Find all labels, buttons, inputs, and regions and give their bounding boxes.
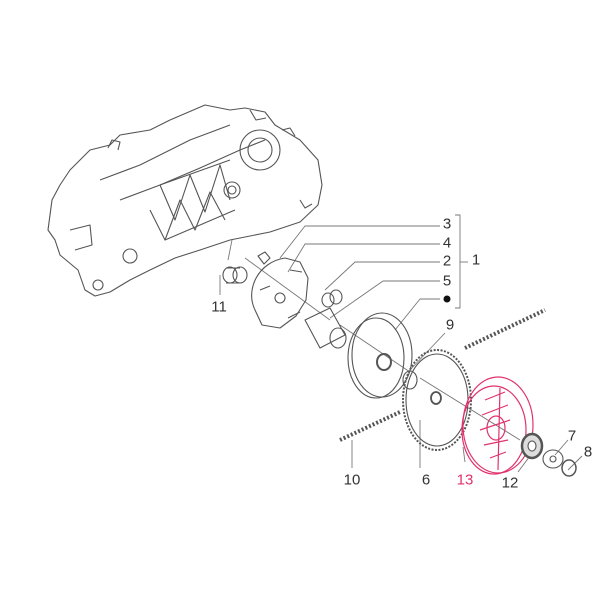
callout-7: 7: [567, 427, 577, 445]
callout-10: 10: [343, 471, 361, 489]
callout-5: 5: [442, 272, 452, 290]
callout-12: 12: [501, 474, 519, 492]
part-5-sleeve: [304, 307, 347, 349]
part-2-roller: [321, 289, 343, 308]
part-8-nut: [561, 459, 577, 477]
part-4-ramp-plate: [251, 257, 309, 329]
part-3-clip: [257, 251, 271, 265]
crankcase-part: [47, 104, 323, 297]
upper-spring: [464, 308, 546, 350]
part-6-ring-gear: [402, 349, 472, 451]
callout-4: 4: [442, 234, 452, 252]
callout-1: 1: [471, 251, 481, 269]
part-11-bushing: [222, 266, 248, 284]
part-13-fan: [461, 376, 534, 475]
variator-pulley: [347, 312, 413, 399]
callout-3: 3: [442, 215, 452, 233]
callout-9: 9: [445, 316, 455, 334]
callout-11: 11: [211, 298, 227, 316]
group-bracket: [455, 214, 468, 309]
callout-13-highlighted: 13: [456, 471, 474, 489]
leader-lines: [219, 225, 583, 473]
part-12-nut: [520, 432, 544, 460]
bullet-marker: [443, 295, 451, 303]
part-10-spring: [339, 410, 401, 442]
callout-8: 8: [583, 443, 593, 461]
callout-2: 2: [442, 252, 452, 270]
part-9-washer: [402, 370, 418, 390]
callout-6: 6: [421, 471, 431, 489]
part-7-washer: [542, 449, 564, 469]
